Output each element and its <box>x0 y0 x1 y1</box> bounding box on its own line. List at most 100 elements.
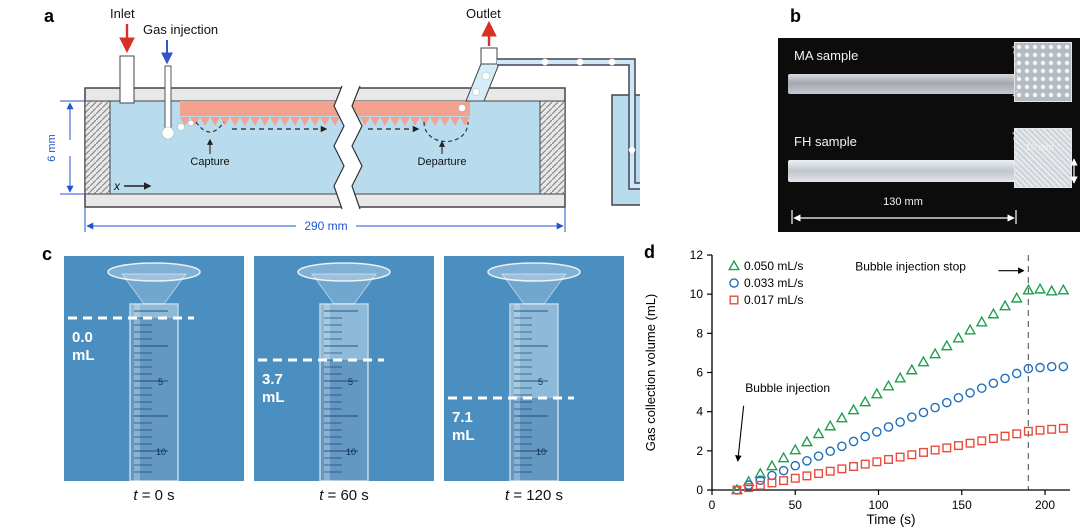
triangle-marker <box>859 395 872 407</box>
departure-label: Departure <box>418 156 467 168</box>
triangle-marker <box>882 379 895 391</box>
triangle-marker <box>789 443 802 455</box>
time-value: = 0 s <box>137 487 175 504</box>
triangle-marker <box>964 323 977 335</box>
circle-marker <box>930 402 940 413</box>
triangle-marker <box>999 299 1012 311</box>
triangle-marker <box>1034 282 1047 294</box>
time-value: = 120 s <box>509 487 563 504</box>
triangle-marker <box>894 371 907 383</box>
sample-strip <box>180 101 470 125</box>
circle-marker <box>918 407 929 418</box>
volume-unit: mL <box>72 347 95 364</box>
x-tick-label: 150 <box>952 498 972 512</box>
triangle-marker <box>754 467 767 479</box>
volume-unit: mL <box>262 389 285 406</box>
circle-marker <box>965 388 975 398</box>
circle-marker <box>790 460 801 471</box>
time-value: = 60 s <box>323 487 369 504</box>
triangle-marker <box>940 339 953 351</box>
y-tick-label: 6 <box>696 366 703 380</box>
circle-marker <box>895 417 905 427</box>
legend-label: 0.017 mL/s <box>744 293 803 307</box>
injection-needle <box>164 65 172 133</box>
capture-label: Capture <box>190 156 229 168</box>
fh-zoom-connectors <box>1012 131 1019 183</box>
svg-text:10: 10 <box>346 447 356 457</box>
circle-marker <box>883 422 894 432</box>
x-tick-label: 100 <box>868 498 888 512</box>
circle-marker <box>767 470 777 481</box>
strip-length-dimension-label: 130 mm <box>883 196 923 208</box>
volume-unit: mL <box>452 427 475 444</box>
circle-marker <box>802 456 812 466</box>
circle-marker <box>1035 362 1045 373</box>
square-marker <box>732 485 742 495</box>
x-tick-label: 50 <box>789 498 803 512</box>
square-marker <box>1000 431 1010 441</box>
square-marker <box>767 478 777 488</box>
chart-annotation: Bubble injection <box>745 381 830 395</box>
outlet-bubbles <box>458 71 491 112</box>
graduated-cylinder: 510 7.1 mL <box>448 262 581 481</box>
circle-marker <box>872 427 882 437</box>
square-marker <box>1058 423 1068 433</box>
square-marker <box>872 457 882 467</box>
legend-label: 0.050 mL/s <box>744 259 803 273</box>
samples-photo: MA sample FH sample 10 mm 130 mm <box>778 38 1080 232</box>
triangle-marker <box>905 363 918 375</box>
height-dimension <box>60 100 85 195</box>
triangle-marker <box>952 331 965 343</box>
circle-marker <box>941 397 952 408</box>
y-tick-label: 2 <box>696 444 703 458</box>
outlet-stub <box>480 47 498 65</box>
circle-marker <box>953 392 964 403</box>
fh-sample-label: FH sample <box>794 134 857 149</box>
svg-text:5: 5 <box>348 377 353 387</box>
channel-break-mark <box>333 85 363 210</box>
triangle-marker <box>847 403 860 415</box>
triangle-marker <box>987 307 1000 319</box>
time-symbol: t <box>319 487 324 504</box>
time-symbol: t <box>505 487 510 504</box>
circle-marker <box>729 278 739 288</box>
triangle-marker <box>728 259 740 271</box>
fh-sample-strip <box>788 160 1022 182</box>
volume-value: 7.1 <box>452 409 473 426</box>
square-marker <box>895 452 905 462</box>
ma-sample-strip <box>788 74 1022 94</box>
photo-caption-t0: t = 0 s <box>64 487 244 504</box>
y-axis-label: Gas collection volume (mL) <box>643 294 658 452</box>
triangle-marker <box>800 435 813 447</box>
circle-marker <box>907 412 917 422</box>
circle-marker <box>1046 361 1057 372</box>
circle-marker <box>976 383 987 393</box>
square-marker <box>1012 429 1022 439</box>
length-dimension-arrow <box>791 210 1017 224</box>
square-marker <box>977 436 987 446</box>
svg-text:5: 5 <box>538 377 543 387</box>
square-marker <box>965 438 975 448</box>
circle-marker <box>755 475 766 486</box>
chart-annotation: Bubble injection stop <box>855 260 966 274</box>
triangle-marker <box>870 387 883 399</box>
square-marker <box>918 447 928 457</box>
square-marker <box>907 450 917 460</box>
square-marker <box>1023 426 1033 436</box>
circle-marker <box>848 436 859 447</box>
length-dimension-label: 290 mm <box>304 219 347 233</box>
height-dimension-label: 6 mm <box>46 134 58 162</box>
photo-caption-t120: t = 120 s <box>444 487 624 504</box>
square-marker <box>755 480 765 490</box>
panel-a-label: a <box>44 6 55 26</box>
square-marker <box>1035 425 1045 435</box>
circle-marker <box>1000 373 1010 384</box>
y-tick-label: 0 <box>696 483 703 497</box>
square-marker <box>930 445 940 455</box>
circle-marker <box>988 378 999 389</box>
ma-inset-micrograph <box>1014 42 1072 102</box>
y-tick-label: 8 <box>696 326 703 340</box>
